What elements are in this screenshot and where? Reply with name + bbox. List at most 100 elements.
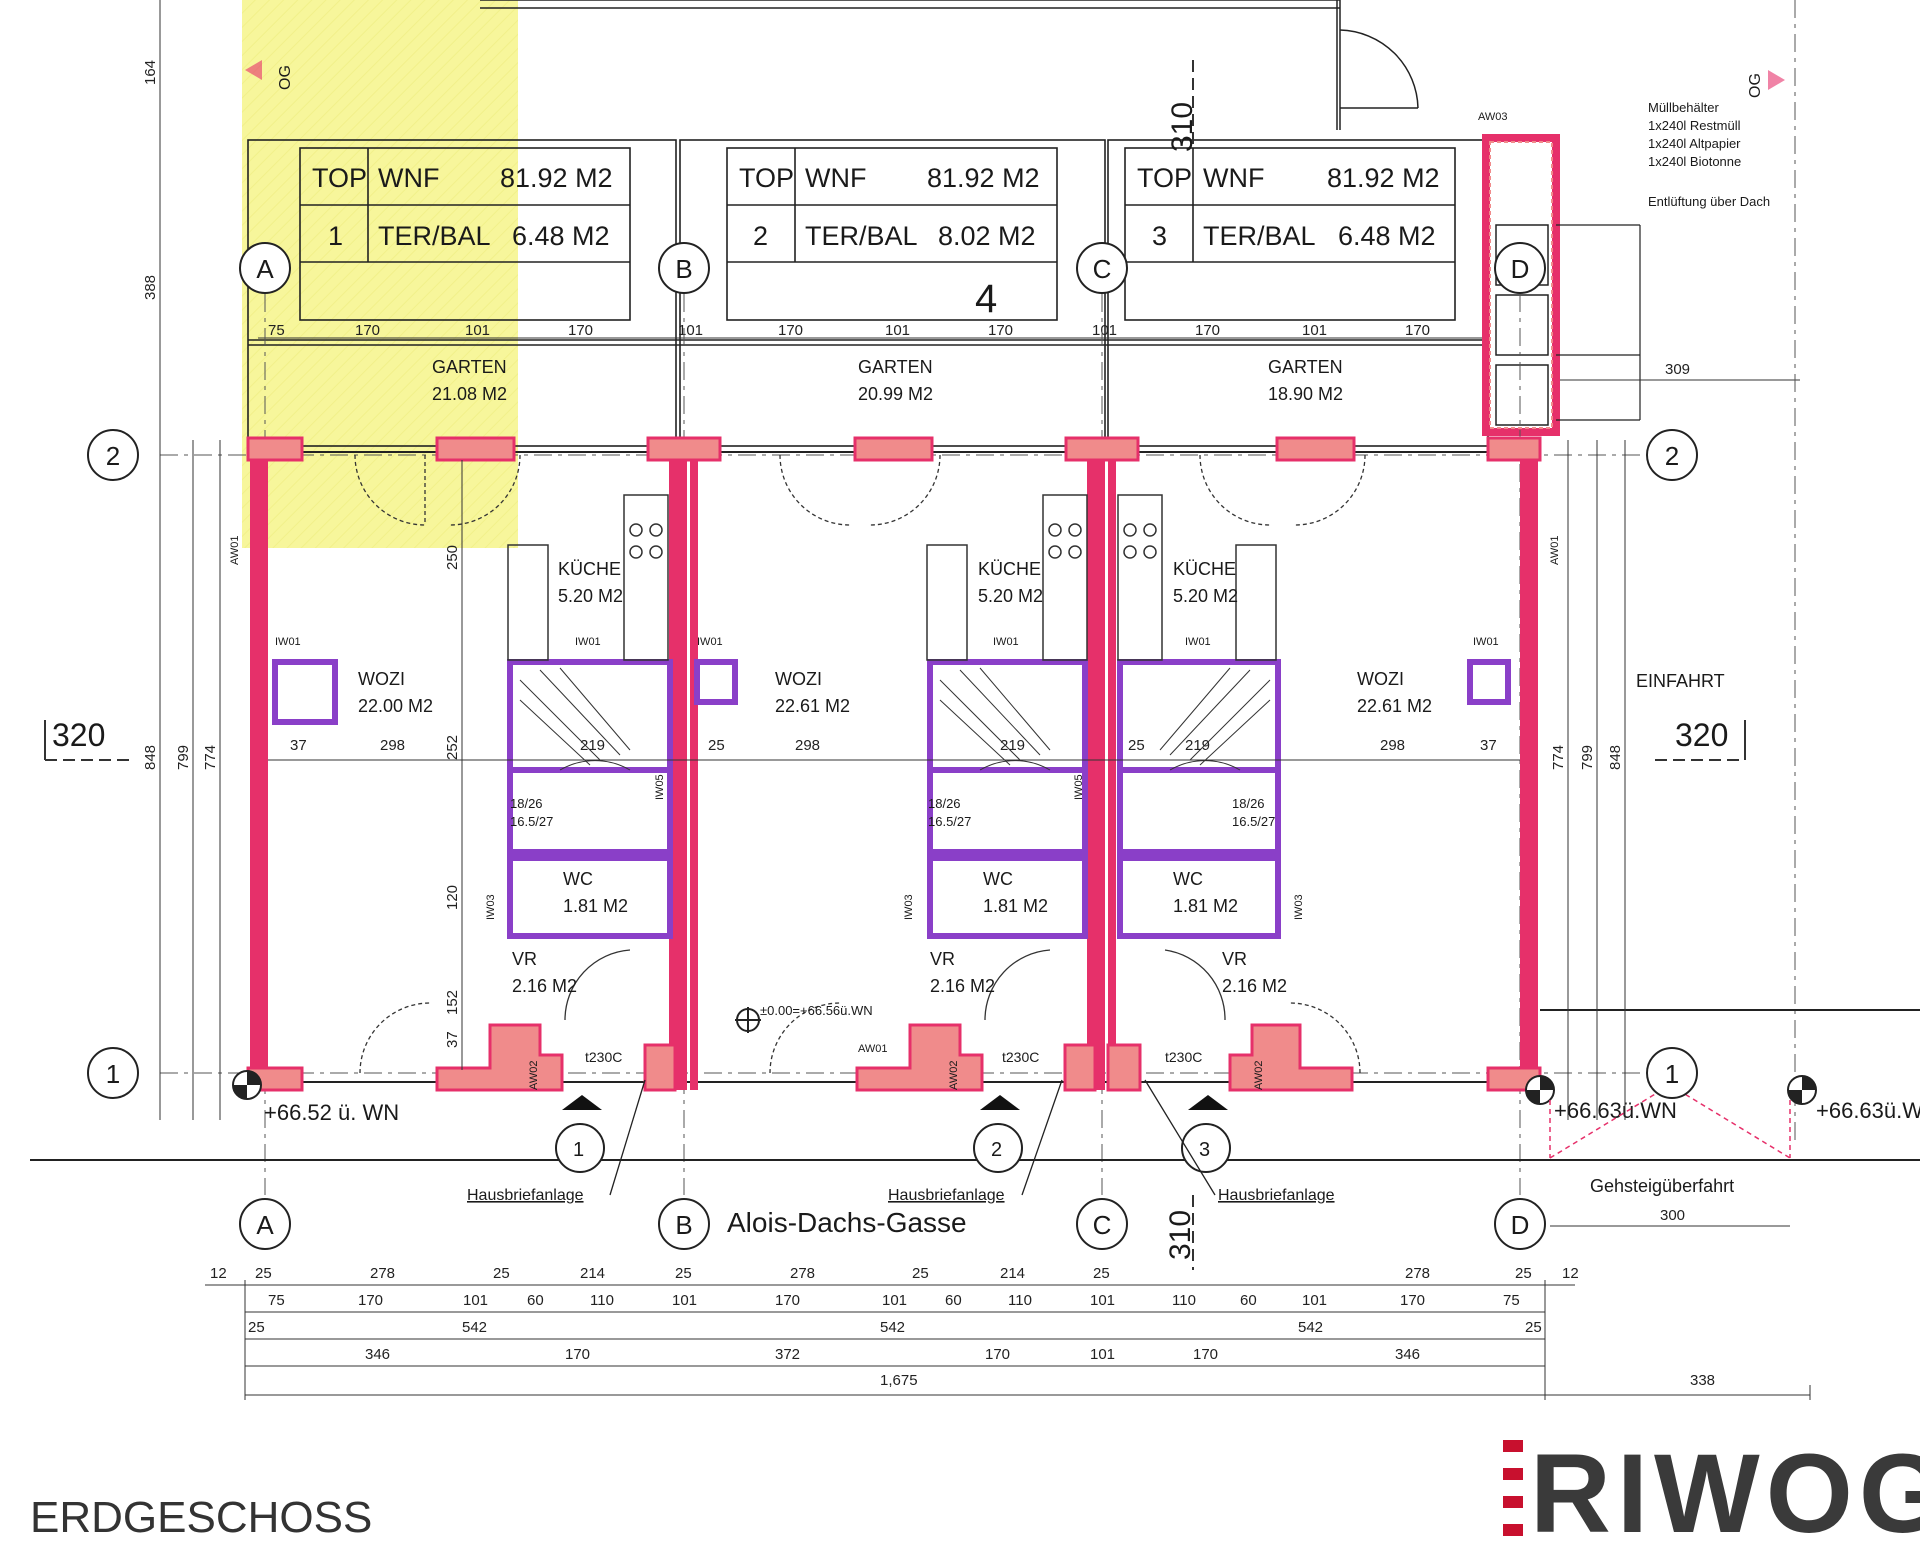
svg-text:25: 25 xyxy=(1525,1319,1542,1336)
svg-text:t230C: t230C xyxy=(585,1049,622,1065)
svg-text:25: 25 xyxy=(255,1265,272,1282)
svg-text:37: 37 xyxy=(444,1031,461,1048)
svg-text:OG: OG xyxy=(277,65,294,90)
unit1-wnf-label: WNF xyxy=(378,163,439,193)
unit-table-3 xyxy=(1124,147,1456,321)
brand-name: RIWOG xyxy=(1530,1431,1920,1544)
room-wc-2-area: 1.81 M2 xyxy=(983,896,1048,916)
svg-text:25: 25 xyxy=(1093,1265,1110,1282)
svg-text:250: 250 xyxy=(444,545,461,570)
door-swings xyxy=(354,454,1366,1074)
svg-text:542: 542 xyxy=(1298,1319,1323,1336)
einfahrt-label: EINFAHRT xyxy=(1636,671,1725,691)
svg-text:AW01: AW01 xyxy=(229,535,241,565)
svg-text:IW03: IW03 xyxy=(903,894,915,920)
svg-text:IW05: IW05 xyxy=(654,774,666,800)
svg-text:170: 170 xyxy=(355,322,380,339)
svg-text:25: 25 xyxy=(708,737,725,754)
axis-1-right: 1 xyxy=(1665,1059,1679,1089)
room-kueche-2-area: 5.20 M2 xyxy=(978,586,1043,606)
room-wozi-3-name: WOZI xyxy=(1357,669,1404,689)
axis-2-left: 2 xyxy=(106,441,120,471)
svg-text:388: 388 xyxy=(142,275,159,300)
mailbox-3-label: Hausbriefanlage xyxy=(1218,1187,1335,1204)
garden3-label: GARTEN xyxy=(1268,357,1343,377)
entrance-3-label: 3 xyxy=(1199,1139,1210,1161)
room-kueche-2-name: KÜCHE xyxy=(978,559,1041,579)
section-label-top: 310 xyxy=(1166,102,1199,152)
svg-text:25: 25 xyxy=(675,1265,692,1282)
svg-text:110: 110 xyxy=(1008,1292,1032,1309)
svg-text:214: 214 xyxy=(580,1265,605,1282)
entrance-markers xyxy=(555,1079,1231,1196)
svg-text:25: 25 xyxy=(1515,1265,1532,1282)
axis-bubbles xyxy=(87,242,1698,1250)
svg-text:164: 164 xyxy=(142,60,159,85)
svg-text:75: 75 xyxy=(268,1292,285,1309)
svg-text:IW01: IW01 xyxy=(1473,636,1499,648)
svg-text:101: 101 xyxy=(1302,322,1327,339)
unit1-ter-label: TER/BAL xyxy=(378,221,491,251)
svg-text:IW01: IW01 xyxy=(575,636,601,648)
svg-text:60: 60 xyxy=(1240,1292,1257,1309)
svg-text:101: 101 xyxy=(678,322,703,339)
gehsteig-dim: 300 xyxy=(1660,1207,1685,1224)
riwog-logo: RIWOG xyxy=(1503,1431,1920,1544)
svg-text:774: 774 xyxy=(202,745,219,770)
room-wc-3-area: 1.81 M2 xyxy=(1173,896,1238,916)
level-left-marker: +66.52 ü. WN xyxy=(232,1070,399,1125)
total-dim: 1,675 xyxy=(880,1372,918,1389)
unit3-ter: 6.48 M2 xyxy=(1338,221,1436,251)
svg-text:170: 170 xyxy=(775,1292,800,1309)
svg-text:12: 12 xyxy=(1562,1265,1579,1282)
svg-text:±0.00=+66.56ü.WN: ±0.00=+66.56ü.WN xyxy=(760,1003,873,1018)
svg-text:170: 170 xyxy=(985,1346,1010,1363)
svg-text:25: 25 xyxy=(912,1265,929,1282)
wall-codes: IW01 IW01 IW01 IW01 IW01 IW01 AW03 AW01 … xyxy=(229,111,1561,1090)
section-mark-right xyxy=(1655,720,1746,761)
inner-vertical-labels: 250 252 120 152 37 xyxy=(444,545,461,1048)
svg-text:IW01: IW01 xyxy=(275,636,301,648)
unit3-wnf-label: WNF xyxy=(1203,163,1264,193)
room-wc-2-name: WC xyxy=(983,869,1013,889)
right-total-dim: 338 xyxy=(1690,1372,1715,1389)
svg-text:170: 170 xyxy=(988,322,1013,339)
unit2-extra: 4 xyxy=(975,277,997,321)
axis-a-bottom: A xyxy=(256,1210,274,1240)
svg-text:AW02: AW02 xyxy=(528,1060,540,1090)
svg-text:170: 170 xyxy=(1195,322,1220,339)
svg-text:Entlüftung über Dach: Entlüftung über Dach xyxy=(1648,194,1770,209)
bottom-dim-lines xyxy=(205,1280,1811,1400)
svg-text:101: 101 xyxy=(885,322,910,339)
svg-text:848: 848 xyxy=(1607,745,1624,770)
stair-cores xyxy=(272,659,1511,939)
svg-text:219: 219 xyxy=(1185,737,1210,754)
unit1-top-label: TOP xyxy=(312,163,367,193)
axis-c-top: C xyxy=(1093,254,1112,284)
svg-text:120: 120 xyxy=(444,885,461,910)
svg-text:170: 170 xyxy=(1400,1292,1425,1309)
mailbox-1-label: Hausbriefanlage xyxy=(467,1187,584,1204)
svg-text:278: 278 xyxy=(790,1265,815,1282)
svg-text:298: 298 xyxy=(1380,737,1405,754)
street-name: Alois-Dachs-Gasse xyxy=(727,1207,967,1238)
unit1-ter: 6.48 M2 xyxy=(512,221,610,251)
unit1-wnf: 81.92 M2 xyxy=(500,163,613,193)
kitchen-units xyxy=(507,494,1277,661)
svg-text:170: 170 xyxy=(778,322,803,339)
svg-text:IW03: IW03 xyxy=(1293,894,1305,920)
svg-text:18/26: 18/26 xyxy=(1232,796,1265,811)
svg-text:298: 298 xyxy=(795,737,820,754)
axis-b-bottom: B xyxy=(675,1210,692,1240)
room-vr-2-area: 2.16 M2 xyxy=(930,976,995,996)
svg-text:AW01: AW01 xyxy=(1549,535,1561,565)
svg-text:101: 101 xyxy=(672,1292,697,1309)
garden1-label: GARTEN xyxy=(432,357,507,377)
unit3-ter-label: TER/BAL xyxy=(1203,221,1316,251)
svg-text:346: 346 xyxy=(365,1346,390,1363)
svg-text:AW02: AW02 xyxy=(1253,1060,1265,1090)
og-marker-right: OG xyxy=(1747,70,1785,98)
room-wozi-2-area: 22.61 M2 xyxy=(775,696,850,716)
svg-text:Müllbehälter: Müllbehälter xyxy=(1648,100,1719,115)
left-vertical-dims xyxy=(159,0,221,1120)
